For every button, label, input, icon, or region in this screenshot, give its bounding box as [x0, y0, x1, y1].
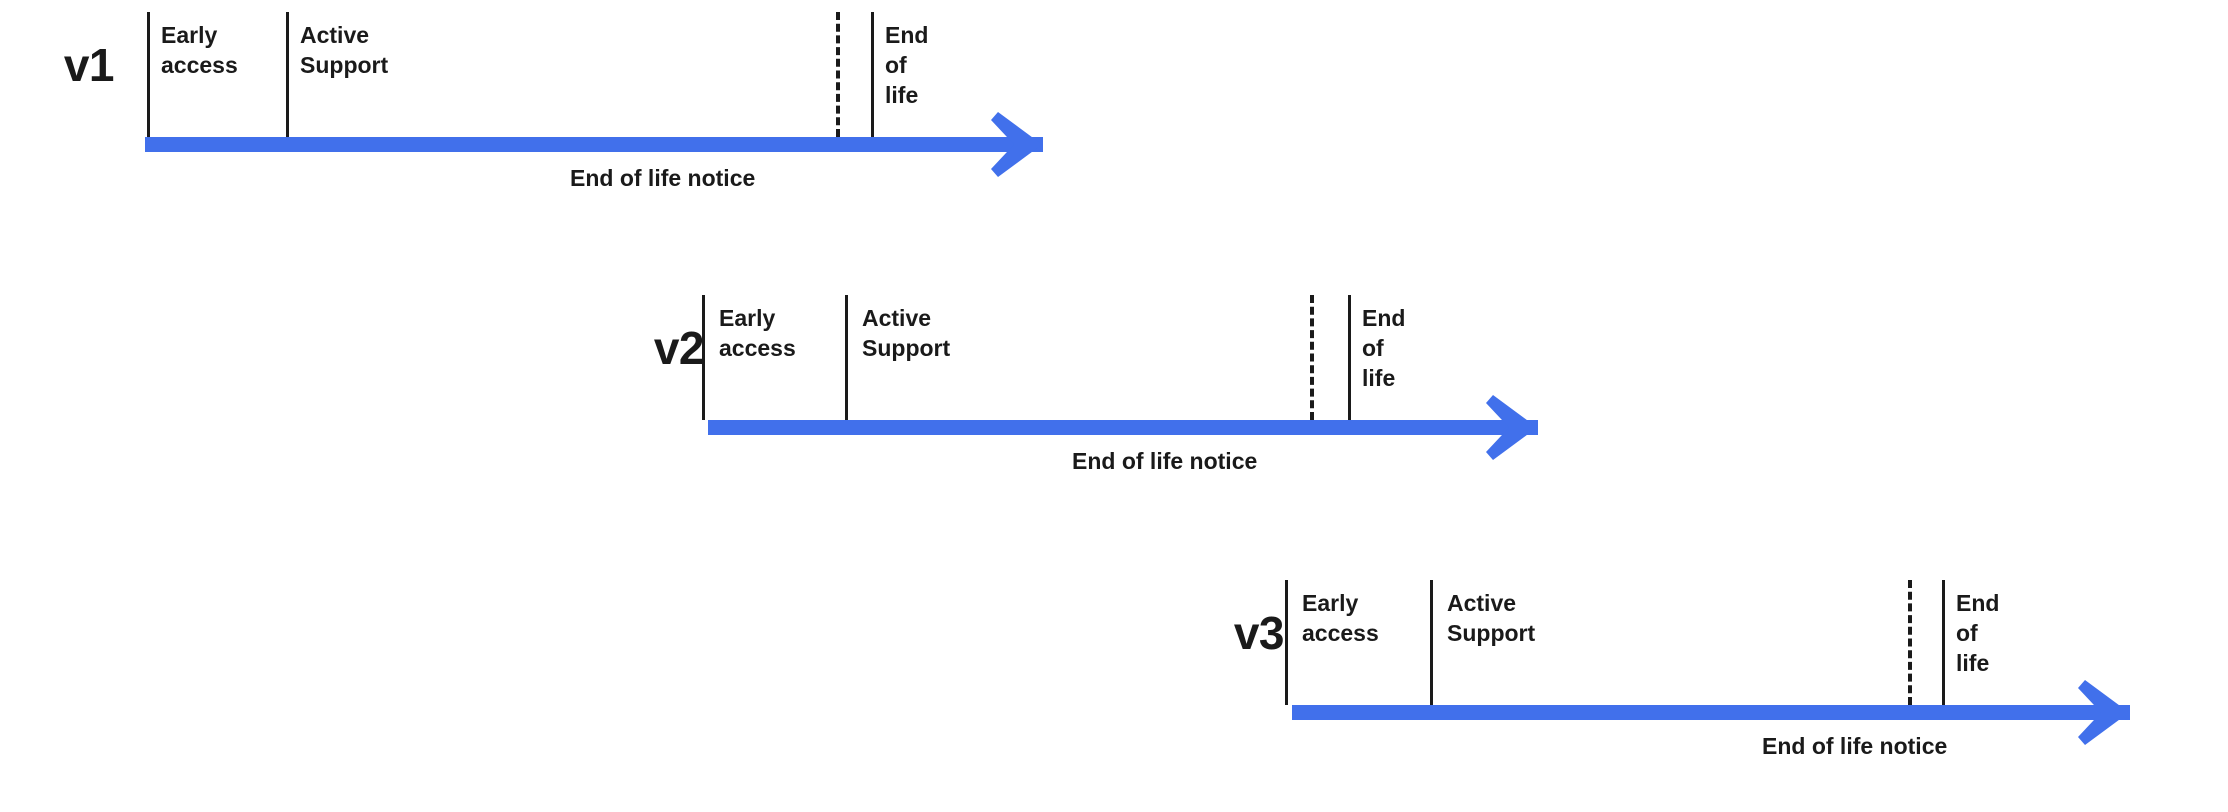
- version-label-v1: v1: [63, 39, 115, 91]
- phase-label-end-of-life-v3: End of life: [1956, 590, 2000, 676]
- lifeline-bar-v2: [708, 420, 1538, 435]
- phase-label-early-access-v1: Early access: [161, 22, 238, 78]
- phase-label-end-of-life-v2: End of life: [1362, 305, 1406, 391]
- lifeline-arrow-icon-v3: [2078, 679, 2130, 746]
- lifeline-bar-v3: [1292, 705, 2130, 720]
- phase-divider-early-access-start-v1: [147, 12, 150, 137]
- phase-divider-active-support-start-v2: [845, 295, 848, 420]
- lifeline-arrow-icon-v2: [1486, 394, 1538, 461]
- end-of-life-notice-label-v1: End of life notice: [570, 165, 756, 191]
- lifeline-bar-v1: [145, 137, 1043, 152]
- phase-divider-early-access-start-v3: [1285, 580, 1288, 705]
- version-label-v2: v2: [653, 322, 705, 374]
- end-of-life-marker-v1: [871, 12, 874, 137]
- phase-label-end-of-life-v1: End of life: [885, 22, 929, 108]
- lifeline-arrow-icon-v1: [991, 111, 1043, 178]
- phase-label-active-support-v1: Active Support: [300, 22, 389, 78]
- phase-label-active-support-v2: Active Support: [862, 305, 951, 361]
- phase-divider-early-access-start-v2: [702, 295, 705, 420]
- version-label-v3: v3: [1233, 607, 1285, 659]
- phase-divider-active-support-start-v3: [1430, 580, 1433, 705]
- end-of-life-notice-marker-v1: [836, 12, 840, 137]
- end-of-life-notice-marker-v3: [1908, 580, 1912, 705]
- end-of-life-marker-v2: [1348, 295, 1351, 420]
- end-of-life-marker-v3: [1942, 580, 1945, 705]
- phase-label-early-access-v3: Early access: [1302, 590, 1379, 646]
- end-of-life-notice-marker-v2: [1310, 295, 1314, 420]
- end-of-life-notice-label-v3: End of life notice: [1762, 733, 1948, 759]
- phase-label-early-access-v2: Early access: [719, 305, 796, 361]
- phase-label-active-support-v3: Active Support: [1447, 590, 1536, 646]
- phase-divider-active-support-start-v1: [286, 12, 289, 137]
- end-of-life-notice-label-v2: End of life notice: [1072, 448, 1258, 474]
